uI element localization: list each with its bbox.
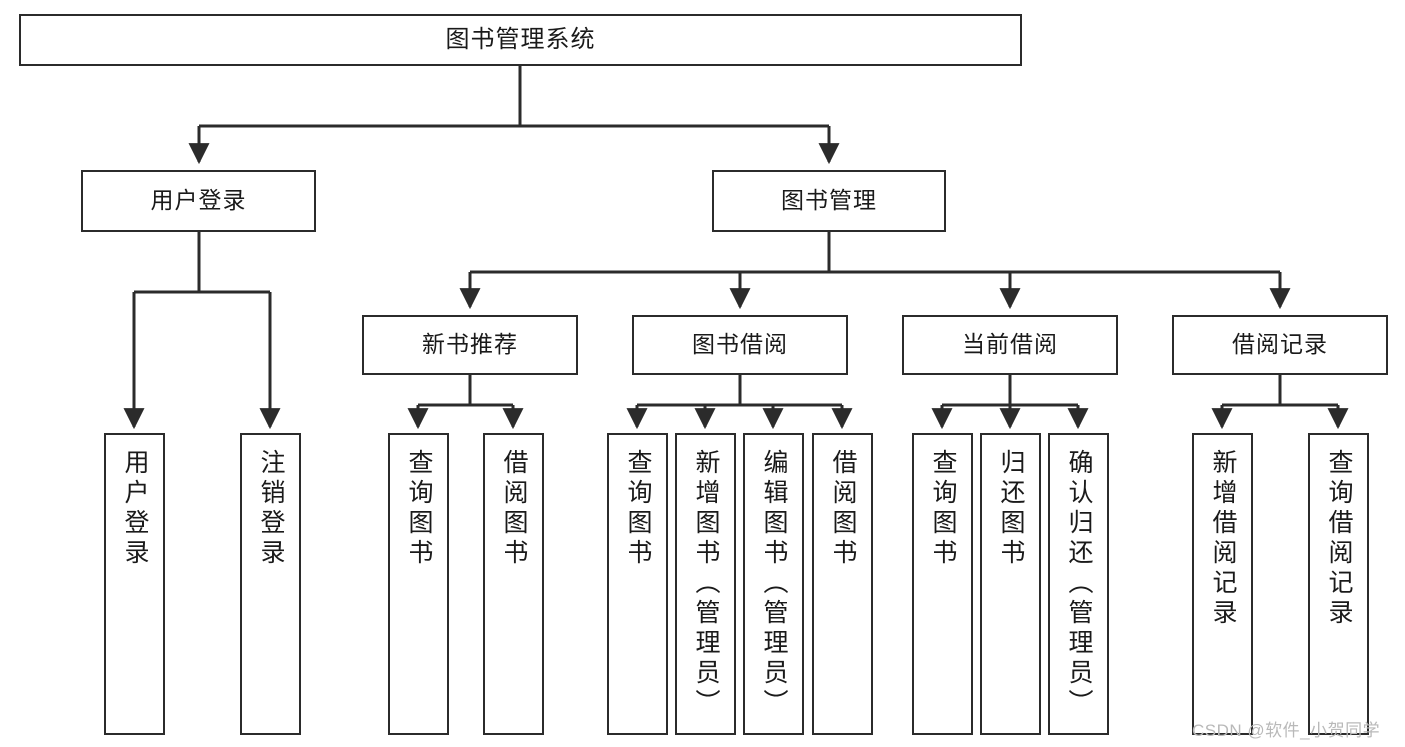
node-label: 图书管理系统: [445, 25, 596, 53]
leaf-edit-book[interactable]: 编辑图书（管理员）: [743, 433, 804, 735]
node-label: 注销登录: [257, 449, 285, 569]
node-label: 图书借阅: [692, 331, 788, 358]
node-label: 新增借阅记录: [1209, 449, 1237, 629]
node-book-borrow[interactable]: 图书借阅: [632, 315, 848, 375]
leaf-query-book-1[interactable]: 查询图书: [388, 433, 449, 735]
node-label: 查询图书: [624, 449, 652, 569]
node-label: 图书管理: [781, 187, 877, 214]
node-borrow-record[interactable]: 借阅记录: [1172, 315, 1388, 375]
node-book-manage[interactable]: 图书管理: [712, 170, 946, 232]
leaf-borrow-book-1[interactable]: 借阅图书: [483, 433, 544, 735]
node-label: 确认归还（管理员）: [1065, 449, 1093, 719]
node-label: 借阅图书: [829, 449, 857, 569]
node-label: 借阅图书: [500, 449, 528, 569]
csdn-watermark: CSDN @软件_小贺同学: [1192, 721, 1381, 740]
leaf-confirm-return[interactable]: 确认归还（管理员）: [1048, 433, 1109, 735]
leaf-borrow-book-2[interactable]: 借阅图书: [812, 433, 873, 735]
leaf-logout-login[interactable]: 注销登录: [240, 433, 301, 735]
node-book-management-system[interactable]: 图书管理系统: [19, 14, 1022, 66]
leaf-query-record[interactable]: 查询借阅记录: [1308, 433, 1369, 735]
node-label: 借阅记录: [1232, 331, 1328, 358]
leaf-query-book-3[interactable]: 查询图书: [912, 433, 973, 735]
node-label: 查询图书: [405, 449, 433, 569]
node-label: 用户登录: [150, 187, 247, 214]
node-label: 查询图书: [929, 449, 957, 569]
node-user-login[interactable]: 用户登录: [81, 170, 316, 232]
node-label: 用户登录: [121, 449, 149, 569]
node-label: 新增图书（管理员）: [692, 449, 720, 719]
node-label: 归还图书: [997, 449, 1025, 569]
node-current-borrow[interactable]: 当前借阅: [902, 315, 1118, 375]
leaf-add-book[interactable]: 新增图书（管理员）: [675, 433, 736, 735]
leaf-return-book[interactable]: 归还图书: [980, 433, 1041, 735]
node-new-book-recommend[interactable]: 新书推荐: [362, 315, 578, 375]
leaf-query-book-2[interactable]: 查询图书: [607, 433, 668, 735]
node-label: 编辑图书（管理员）: [760, 449, 788, 719]
node-label: 查询借阅记录: [1325, 449, 1353, 629]
node-label: 新书推荐: [422, 331, 518, 358]
node-label: 当前借阅: [962, 331, 1058, 358]
leaf-user-login[interactable]: 用户登录: [104, 433, 165, 735]
leaf-add-record[interactable]: 新增借阅记录: [1192, 433, 1253, 735]
